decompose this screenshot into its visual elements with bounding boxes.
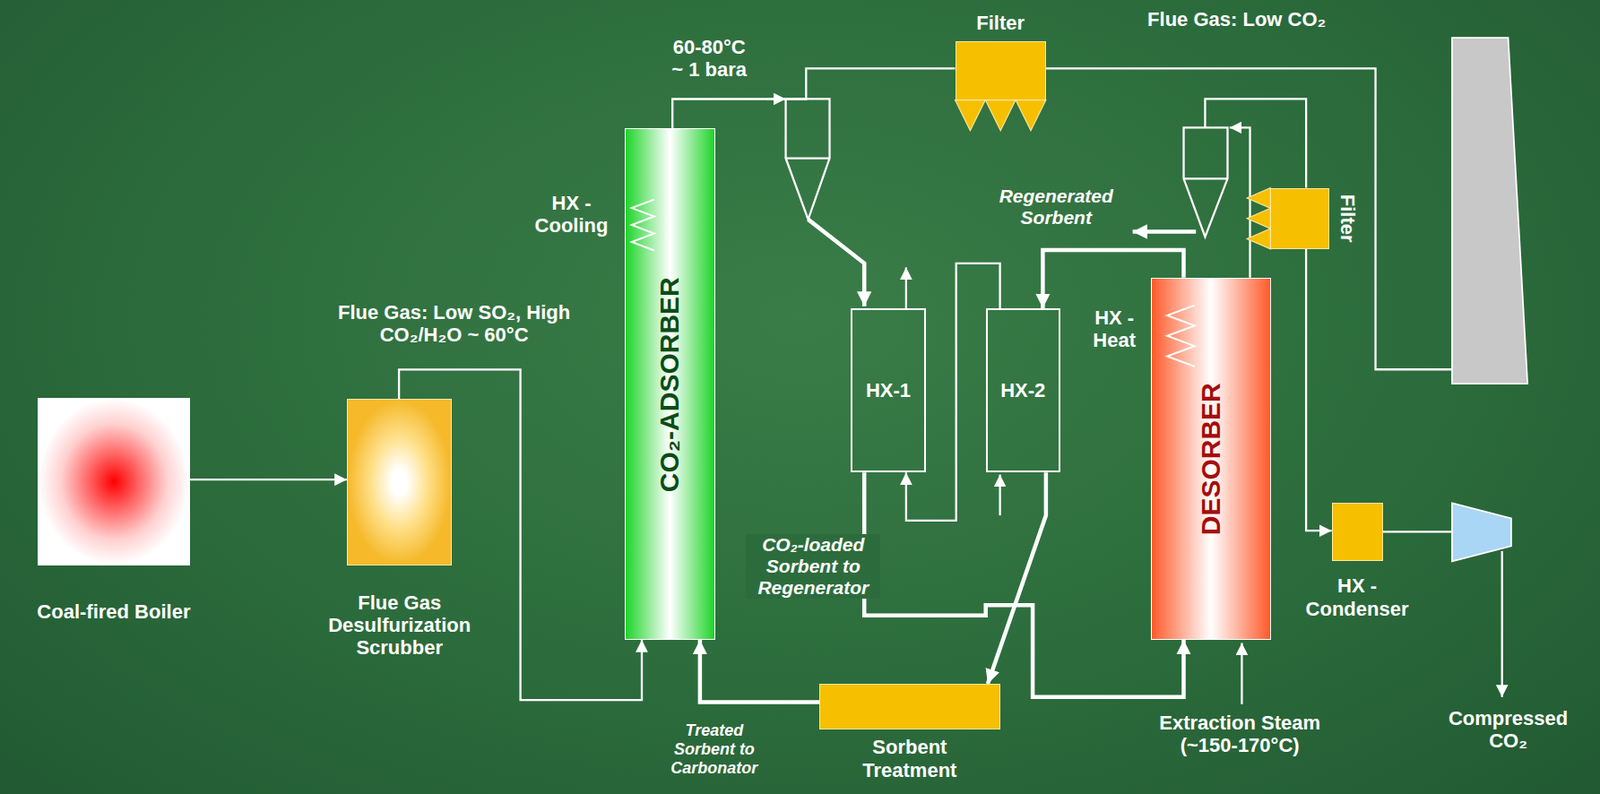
annotation-text: HX - Cooling bbox=[528, 191, 615, 238]
flow-connector bbox=[190, 478, 347, 481]
label-holder: DESORBER bbox=[1151, 278, 1271, 640]
flow-arrow bbox=[998, 475, 1001, 517]
co2-gas-line bbox=[1204, 98, 1306, 188]
annotation-text: Compressed CO₂ bbox=[1441, 707, 1576, 753]
scrubber-box: Flue Gas Desulfurization Scrubber bbox=[346, 398, 452, 566]
annotation-text: Flue Gas: Low SO₂, High CO₂/H₂O ~ 60°C bbox=[333, 301, 576, 347]
annotation-text: HX - Heat bbox=[1086, 306, 1142, 353]
annotation-text: Regenerated Sorbent bbox=[988, 185, 1124, 229]
node-label: Flue Gas Desulfurization Scrubber bbox=[318, 591, 482, 660]
adsorber-column: CO₂-ADSORBER bbox=[624, 128, 716, 640]
label-holder: Filter bbox=[1331, 189, 1363, 249]
co2-line bbox=[1383, 530, 1453, 533]
node-label: DESORBER bbox=[1195, 382, 1228, 536]
filter-bag bbox=[1246, 207, 1271, 229]
flow-arrow bbox=[905, 267, 908, 309]
condenser-box: HX - Condenser bbox=[1331, 502, 1384, 562]
solids-arrow bbox=[1132, 229, 1197, 234]
heat-exchanger-box: HX-2 bbox=[985, 308, 1061, 473]
solids-arrow bbox=[808, 219, 865, 307]
annotation-text: CO₂-loaded Sorbent to Regenerator bbox=[745, 534, 881, 599]
heat-exchanger-box: HX-1 bbox=[850, 308, 926, 473]
node-label: HX - Condenser bbox=[1296, 574, 1419, 621]
flow-connector bbox=[864, 472, 1184, 698]
annotation-text: Treated Sorbent to Carbonator bbox=[664, 721, 765, 778]
treatment-box: Sorbent Treatment bbox=[819, 683, 1000, 730]
node-label: Sorbent Treatment bbox=[833, 735, 986, 782]
flow-connector bbox=[1305, 249, 1332, 531]
desorber-column: DESORBER bbox=[1150, 277, 1272, 640]
filter-bag bbox=[985, 100, 1016, 131]
boiler-box: Coal-fired Boiler bbox=[37, 397, 191, 566]
annotation-text: Extraction Steam (~150-170°C) bbox=[1136, 711, 1343, 758]
filter-box: Filter bbox=[1270, 188, 1330, 250]
co2-outlet-arrow bbox=[1501, 551, 1504, 698]
steam-arrow bbox=[1240, 642, 1243, 704]
compressor bbox=[1452, 502, 1512, 562]
cyclone-separator bbox=[1184, 127, 1229, 237]
filter-box: Filter bbox=[955, 41, 1047, 101]
node-label: Filter bbox=[946, 11, 1055, 35]
filter-bag bbox=[1246, 228, 1271, 250]
filter-bag bbox=[1015, 100, 1047, 131]
gas-inlet-arrow bbox=[1229, 127, 1251, 277]
node-label: Filter bbox=[1336, 194, 1359, 243]
coil-line bbox=[1167, 304, 1195, 366]
filter-bag bbox=[1246, 188, 1271, 209]
node-label: Coal-fired Boiler bbox=[11, 600, 217, 623]
flow-connector bbox=[700, 640, 820, 703]
node-label: HX-1 bbox=[865, 379, 911, 402]
node-label: HX-2 bbox=[1000, 379, 1046, 402]
stack bbox=[1452, 37, 1528, 384]
annotation-text: 60-80°C ~ 1 bara bbox=[667, 35, 751, 82]
node-label: CO₂-ADSORBER bbox=[654, 276, 686, 493]
coil-line bbox=[631, 199, 655, 251]
label-holder: CO₂-ADSORBER bbox=[625, 129, 715, 640]
annotation-text: Flue Gas: Low CO₂ bbox=[1120, 8, 1354, 31]
cyclone-separator bbox=[786, 98, 831, 219]
flow-connector bbox=[987, 472, 1047, 684]
filter-bag bbox=[955, 100, 986, 131]
